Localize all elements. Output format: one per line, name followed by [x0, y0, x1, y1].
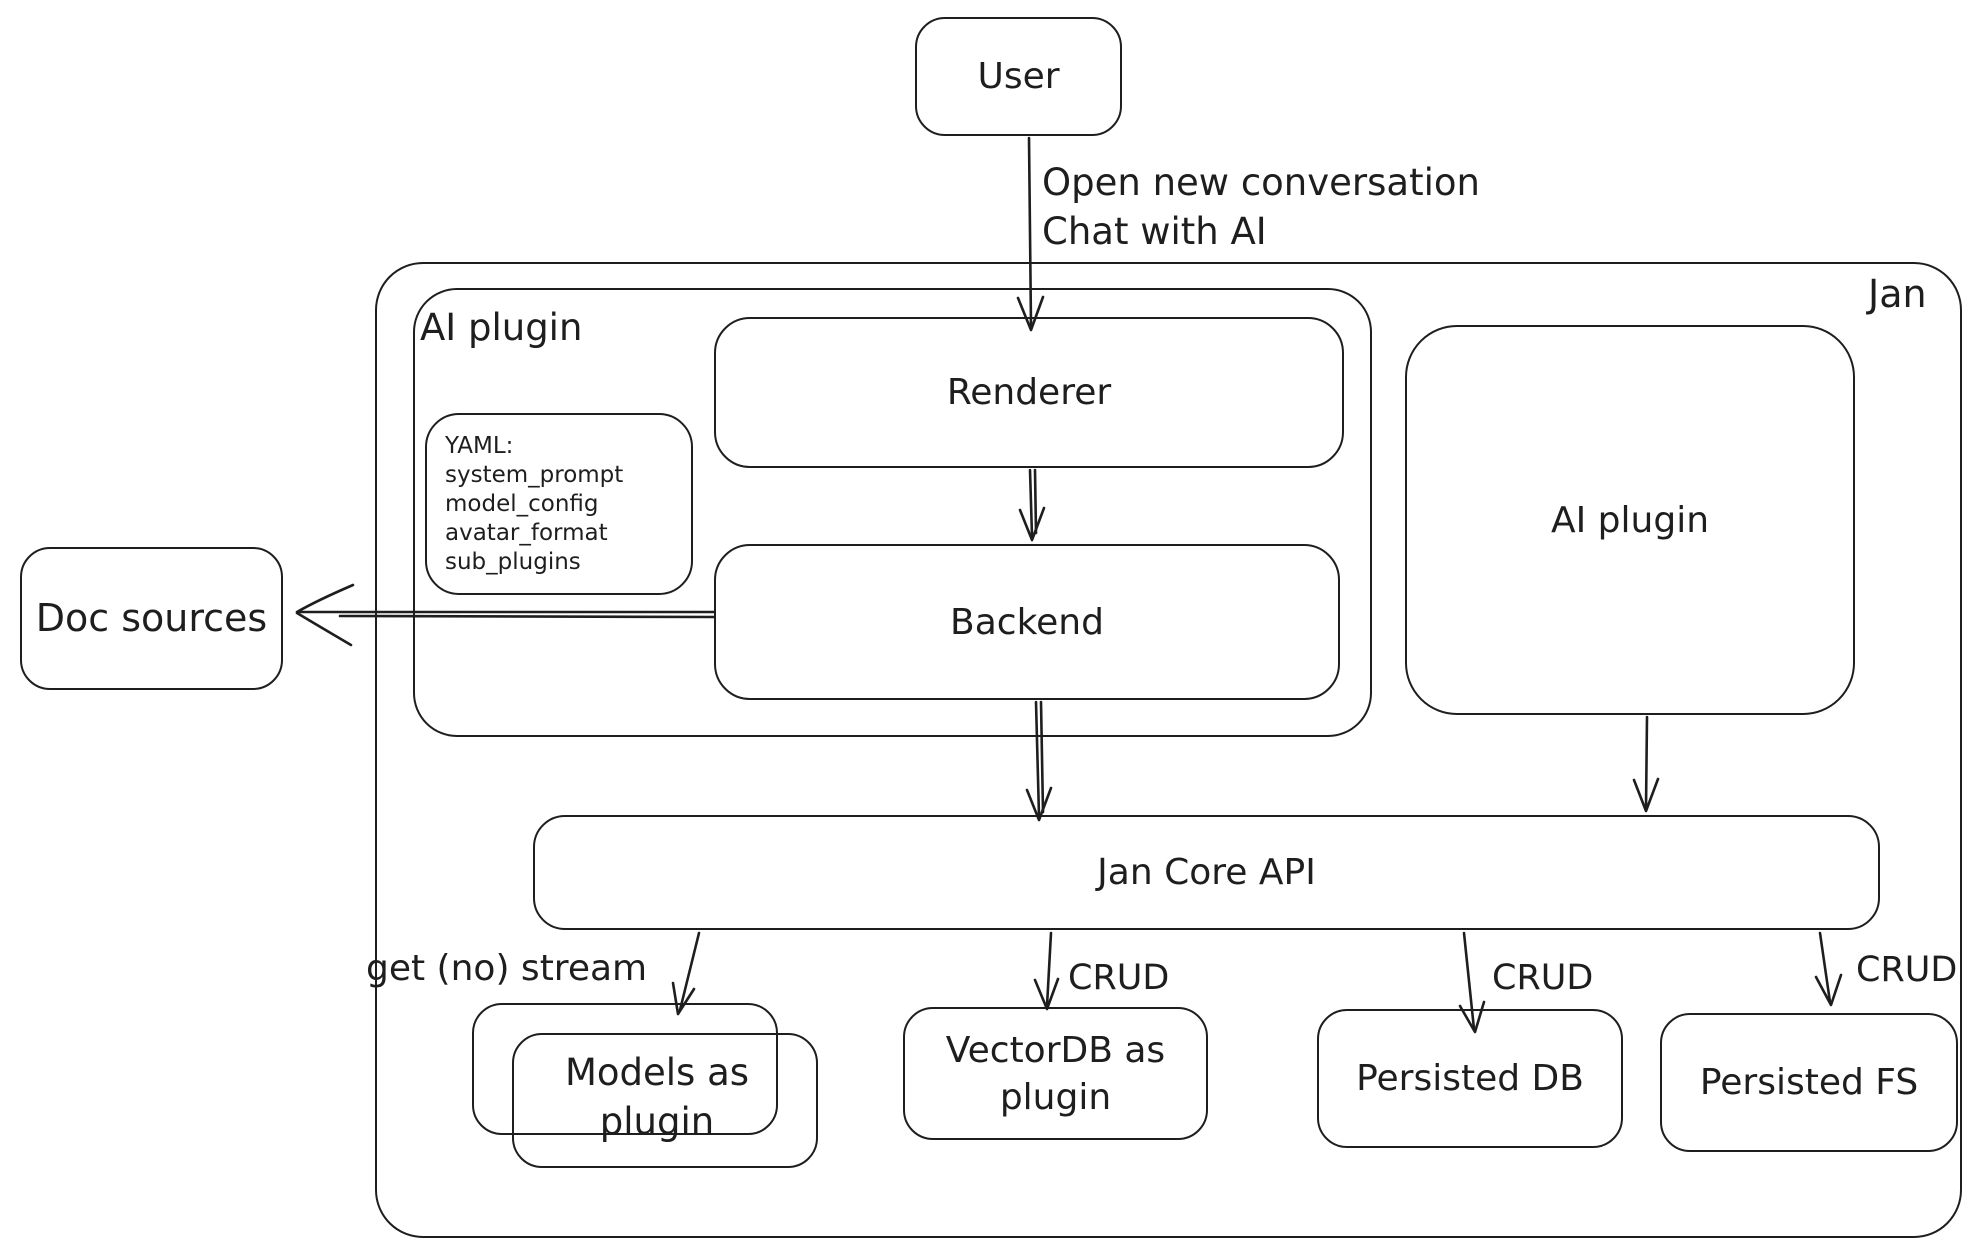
edge-label-crud-persisted-fs: CRUD	[1856, 950, 1958, 990]
node-renderer-label: Renderer	[946, 372, 1112, 413]
node-models-as-plugin-label: Models as plugin	[492, 1048, 822, 1146]
vectordb-line: plugin	[999, 1076, 1112, 1118]
edge-label-user-to-renderer: Open new conversation Chat with AI	[1042, 158, 1480, 256]
edge-label-crud-vectordb: CRUD	[1068, 958, 1170, 998]
node-jan-core-api: Jan Core API	[533, 815, 1880, 930]
jan-container-label: Jan	[1868, 272, 1927, 316]
node-doc-sources-label: Doc sources	[35, 595, 268, 640]
node-user-label: User	[977, 56, 1060, 97]
node-models-as-plugin-front	[512, 1033, 818, 1168]
node-persisted-fs-label: Persisted FS	[1699, 1062, 1919, 1103]
node-ai-plugin-right: AI plugin	[1405, 325, 1855, 715]
node-vectordb-as-plugin: VectorDB as plugin	[903, 1007, 1208, 1140]
node-ai-plugin-right-label: AI plugin	[1550, 499, 1710, 541]
node-user: User	[915, 17, 1122, 136]
yaml-note-line: model_config	[445, 490, 599, 517]
node-models-as-plugin-back	[472, 1003, 778, 1135]
yaml-note-line: sub_plugins	[445, 548, 581, 575]
ai-plugin-container-label: AI plugin	[420, 306, 583, 349]
edge-label-line: Open new conversation	[1042, 161, 1480, 204]
models-as-plugin-line: plugin	[599, 1100, 715, 1143]
yaml-note-text: YAML: system_prompt model_config avatar_…	[445, 432, 623, 577]
node-persisted-fs: Persisted FS	[1660, 1013, 1958, 1152]
node-persisted-db: Persisted DB	[1317, 1009, 1623, 1148]
jan-container-box	[375, 262, 1962, 1238]
node-backend: Backend	[714, 544, 1340, 700]
node-persisted-db-label: Persisted DB	[1356, 1058, 1584, 1099]
edge-label-get-no-stream: get (no) stream	[366, 948, 648, 989]
node-doc-sources: Doc sources	[20, 547, 283, 690]
ai-plugin-container-box	[413, 288, 1372, 737]
node-jan-core-api-label: Jan Core API	[1097, 852, 1316, 893]
vectordb-line: VectorDB as	[945, 1029, 1166, 1071]
node-renderer: Renderer	[714, 317, 1344, 468]
node-vectordb-as-plugin-label: VectorDB as plugin	[946, 1027, 1165, 1121]
yaml-note-line: system_prompt	[445, 461, 624, 488]
yaml-note-line: YAML:	[445, 432, 514, 459]
models-as-plugin-line: Models as	[564, 1051, 750, 1094]
node-backend-label: Backend	[950, 601, 1104, 643]
yaml-note-line: avatar_format	[445, 519, 608, 546]
edge-label-crud-persisted-db: CRUD	[1492, 958, 1594, 998]
edge-label-line: Chat with AI	[1042, 210, 1267, 253]
node-yaml-note: YAML: system_prompt model_config avatar_…	[425, 413, 693, 595]
